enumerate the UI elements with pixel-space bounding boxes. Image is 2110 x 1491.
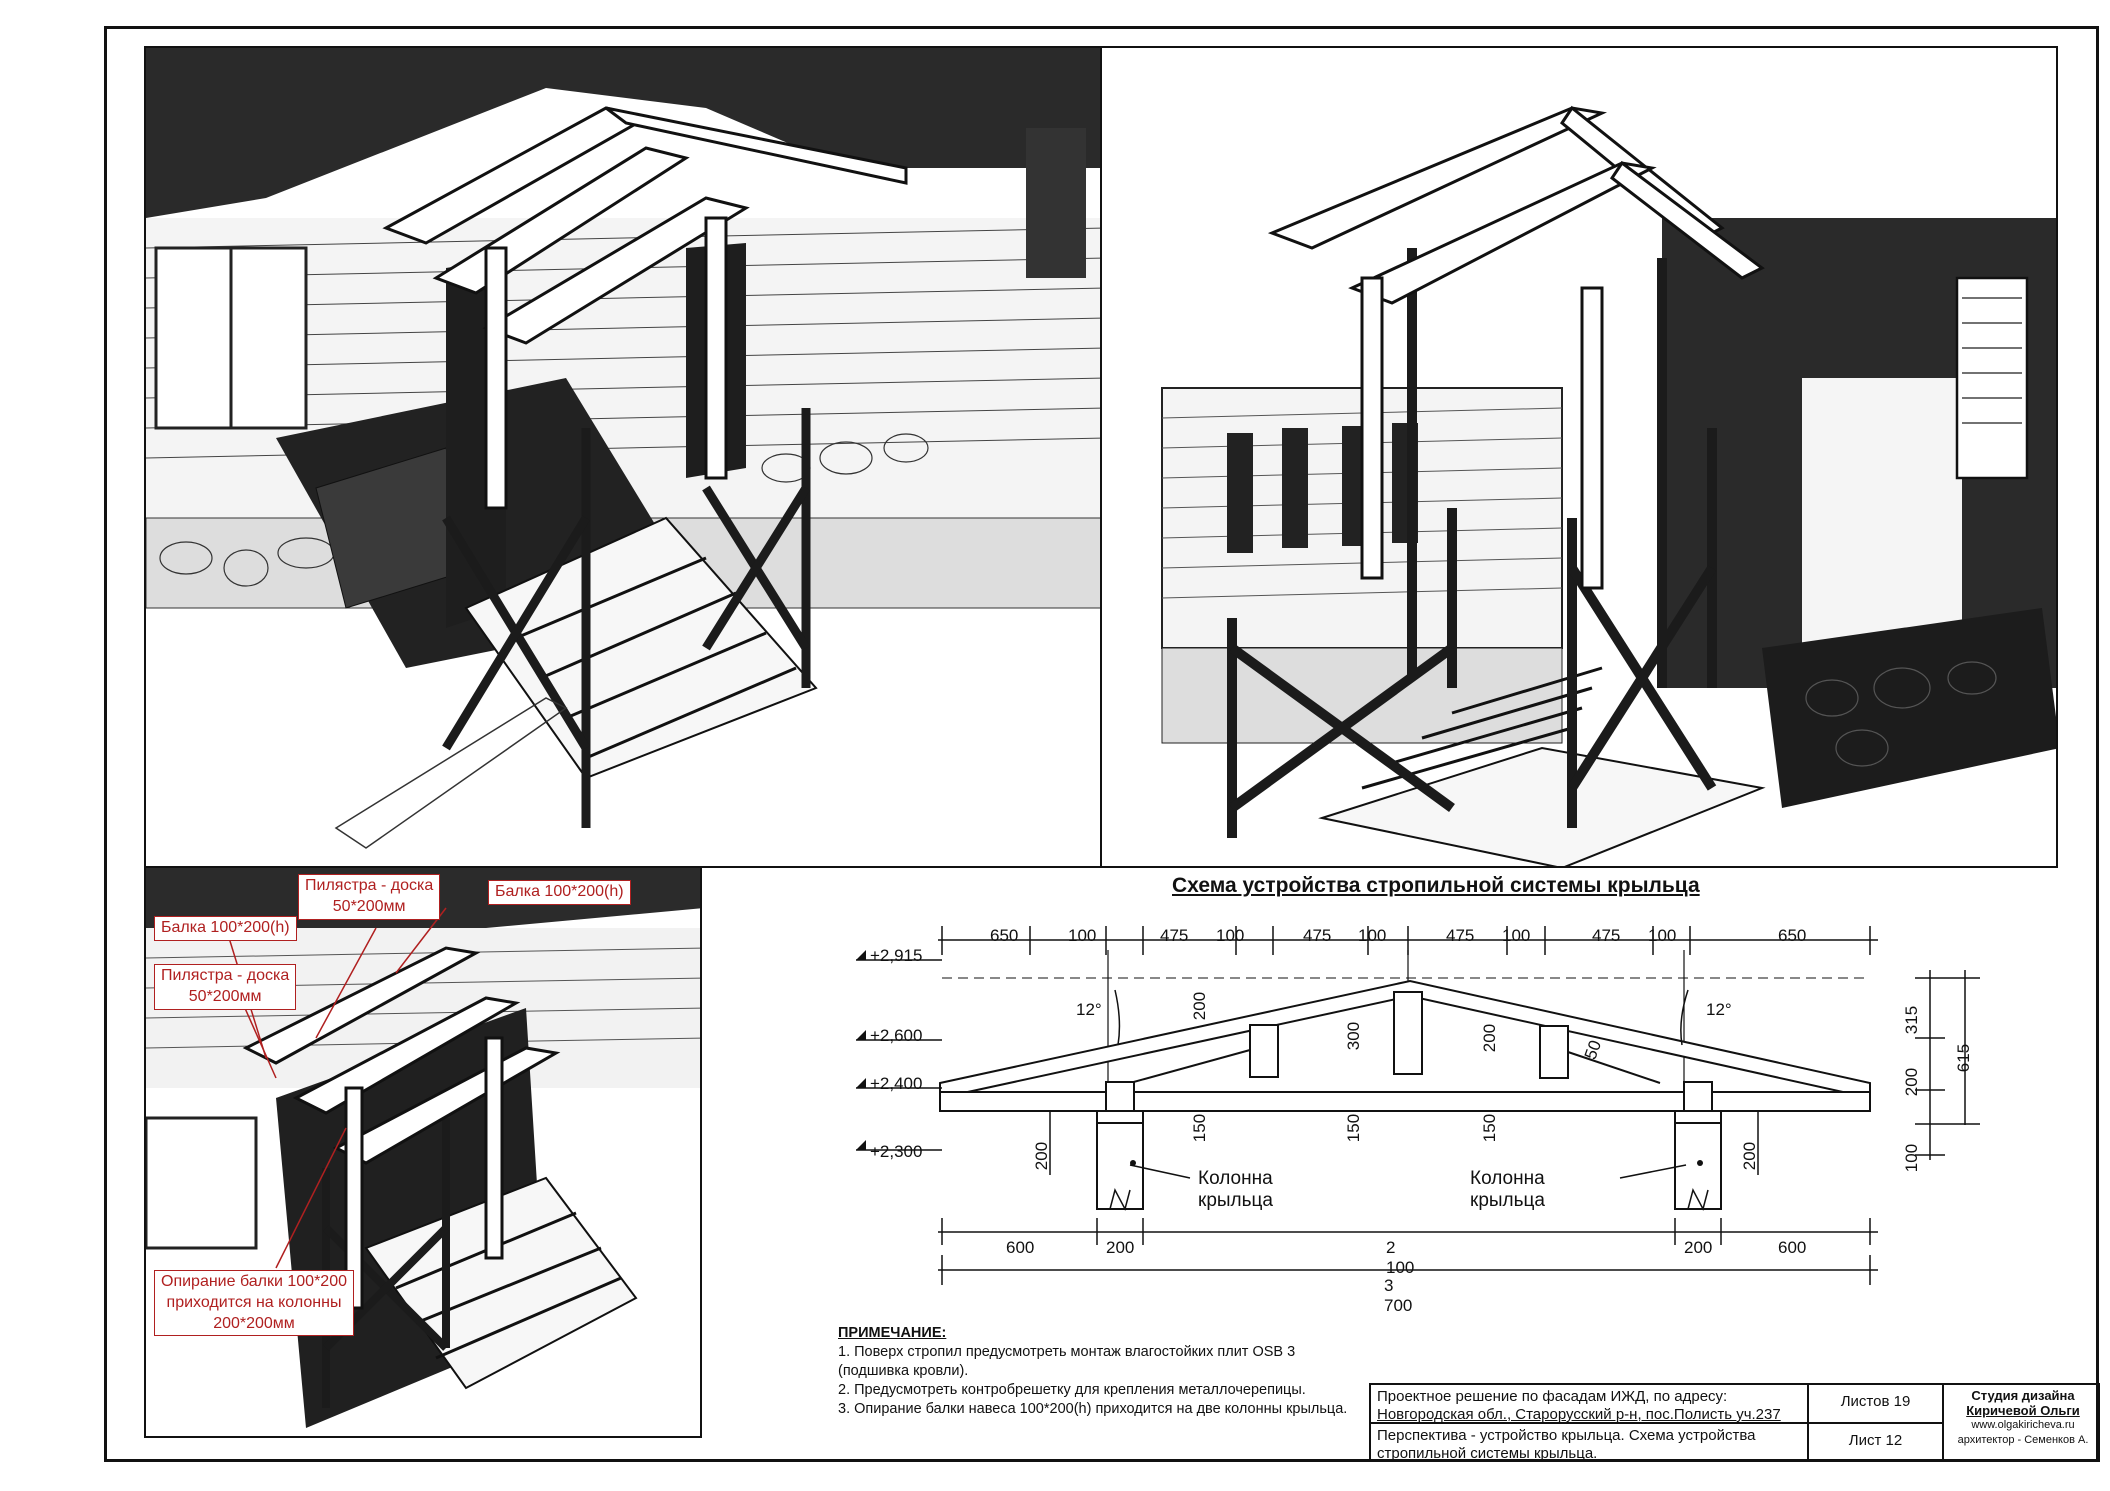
level-0: +2,915 <box>870 946 923 965</box>
slope-right: 12° <box>1706 1000 1732 1019</box>
dim-top-7: 100 <box>1502 926 1531 945</box>
dim-total: 3 700 <box>1384 1276 1413 1315</box>
dim-right-200: 200 <box>1902 1067 1922 1097</box>
dim-bottom-1: 200 <box>1106 1238 1135 1257</box>
dim-column-right-h: 200 <box>1740 1141 1760 1171</box>
dim-post-right: 200 <box>1480 1023 1500 1053</box>
slope-left: 12° <box>1076 1000 1102 1019</box>
callout-beam-left: Балка 100*200(h) <box>154 916 297 941</box>
note-1: 1. Поверх стропил предусмотреть монтаж в… <box>838 1344 1296 1379</box>
dim-top-0: 650 <box>990 926 1019 945</box>
dim-bottom-4: 600 <box>1778 1238 1807 1257</box>
note-3: 3. Опирание балки навеса 100*200(h) прих… <box>838 1401 1348 1417</box>
dim-post-left: 200 <box>1190 991 1210 1021</box>
column-label-right: Колонна крыльца <box>1470 1168 1545 1211</box>
notes-heading: ПРИМЕЧАНИЕ: <box>838 1325 947 1341</box>
callout-pilaster-left: Пилястра - доска 50*200мм <box>154 964 297 1010</box>
dim-top-9: 100 <box>1648 926 1677 945</box>
level-2: +2,400 <box>870 1074 923 1093</box>
dim-top-1: 100 <box>1068 926 1097 945</box>
dim-top-8: 475 <box>1592 926 1621 945</box>
porch-render-annotated <box>146 868 700 1436</box>
dim-top-10: 650 <box>1778 926 1807 945</box>
dim-bottom-2: 2 100 <box>1386 1238 1415 1277</box>
scheme-title: Схема устройства стропильной системы кры… <box>1172 874 1700 897</box>
dim-right-100: 100 <box>1902 1143 1922 1173</box>
tb-sheet-title: Перспектива - устройство крыльца. Схема … <box>1371 1424 1809 1460</box>
note-2: 2. Предусмотреть контробрешетку для креп… <box>838 1382 1306 1398</box>
porch-render-left <box>146 48 1100 866</box>
dim-top-3: 100 <box>1216 926 1245 945</box>
perspective-view-left <box>144 46 1102 868</box>
callout-support: Опирание балки 100*200 приходится на кол… <box>154 1270 354 1337</box>
tb-project: Проектное решение по фасадам ИЖД, по адр… <box>1371 1385 1809 1424</box>
callout-beam-top-right: Балка 100*200(h) <box>488 880 631 905</box>
annotated-view: Пилястра - доска 50*200мм Балка 100*200(… <box>144 866 702 1438</box>
drawing-sheet <box>104 26 2099 1462</box>
dim-column-top-1: 150 <box>1190 1113 1210 1143</box>
dim-top-6: 475 <box>1446 926 1475 945</box>
dim-post-mid: 300 <box>1344 1021 1364 1051</box>
dim-top-4: 475 <box>1303 926 1332 945</box>
tb-sheet-no: Лист 12 <box>1809 1424 1944 1460</box>
dim-column-top-2: 150 <box>1344 1113 1364 1143</box>
title-block: Проектное решение по фасадам ИЖД, по адр… <box>1369 1383 2100 1462</box>
dim-bottom-3: 200 <box>1684 1238 1713 1257</box>
perspective-view-right <box>1100 46 2058 868</box>
dim-top-2: 475 <box>1160 926 1189 945</box>
level-3: +2,300 <box>870 1142 923 1161</box>
dim-bottom-0: 600 <box>1006 1238 1035 1257</box>
tb-studio: Студия дизайна Киричевой Ольги www.olgak… <box>1957 1388 2089 1446</box>
notes-block: ПРИМЕЧАНИЕ: 1. Поверх стропил предусмотр… <box>838 1324 1358 1419</box>
tb-sheets-total: Листов 19 <box>1809 1385 1944 1424</box>
dim-column-top-3: 150 <box>1480 1113 1500 1143</box>
dim-right-315: 315 <box>1902 1005 1922 1035</box>
porch-render-right <box>1102 48 2056 866</box>
column-label-left: Колонна крыльца <box>1198 1168 1273 1211</box>
dim-top-5: 100 <box>1358 926 1387 945</box>
dim-column-left-h: 200 <box>1032 1141 1052 1171</box>
level-1: +2,600 <box>870 1026 923 1045</box>
callout-pilaster-top: Пилястра - доска 50*200мм <box>298 874 441 920</box>
dim-right-615: 615 <box>1954 1043 1974 1073</box>
